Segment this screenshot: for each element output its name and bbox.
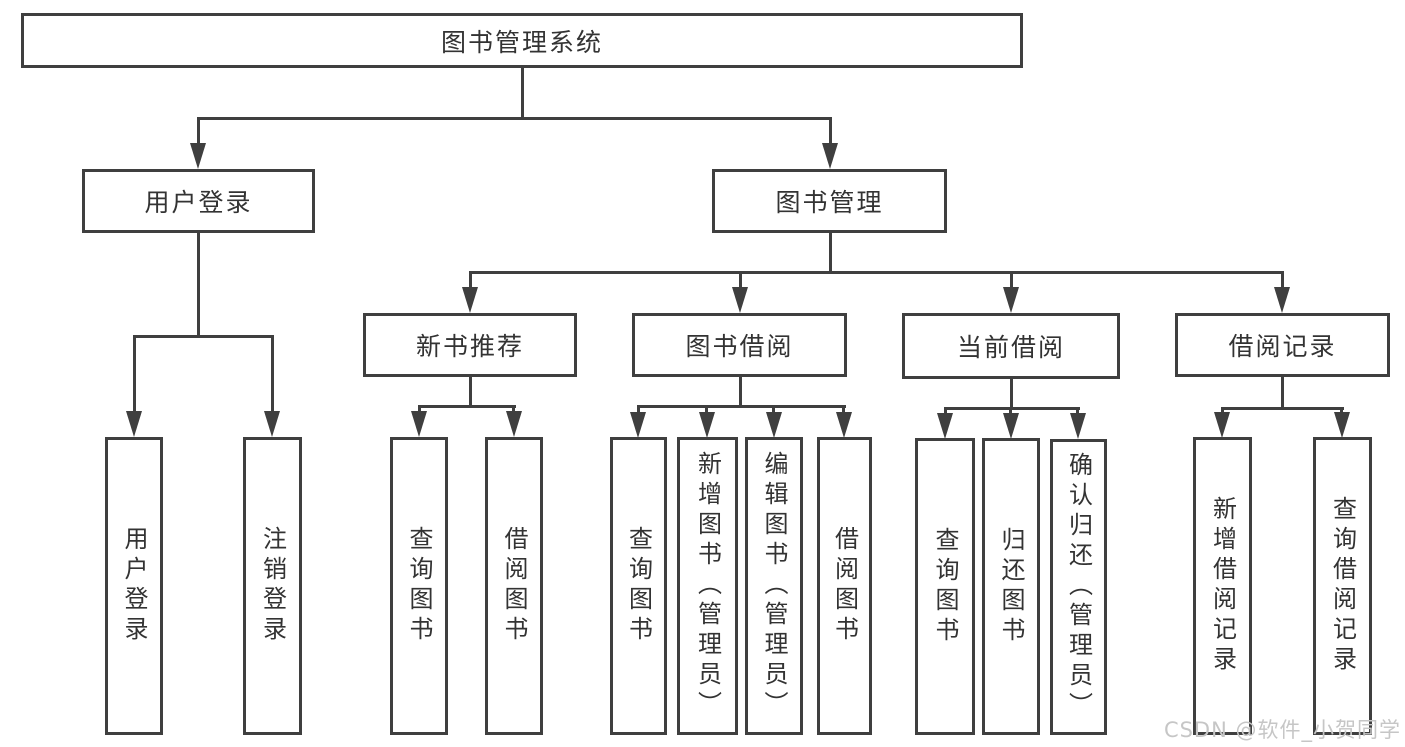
leaf-edit-book-admin-label: 编辑图书（管理员）: [760, 451, 788, 721]
arrowhead-down-icon: [766, 412, 782, 438]
connector-line: [1009, 407, 1012, 416]
csdn-watermark: CSDN @软件_小贺同学: [1163, 718, 1401, 742]
leaf-query-books-recommend: 查询图书: [390, 437, 448, 735]
connector-line: [197, 117, 200, 145]
leaf-add-book-admin-label: 新增图书（管理员）: [693, 451, 722, 721]
leaf-user-login: 用户登录: [105, 437, 163, 735]
connector-line: [1221, 407, 1224, 415]
arrowhead-down-icon: [1274, 287, 1290, 313]
connector-line: [469, 377, 472, 408]
node-borrow-records-label: 借阅记录: [1228, 332, 1337, 361]
node-current-borrowing-label: 当前借阅: [956, 333, 1065, 362]
node-new-book-recommend-label: 新书推荐: [415, 332, 524, 361]
leaf-confirm-return-admin-label: 确认归还（管理员）: [1064, 452, 1093, 722]
leaf-edit-book-admin: 编辑图书（管理员）: [745, 437, 803, 735]
arrowhead-down-icon: [937, 413, 953, 439]
leaf-query-books-current: 查询图书: [915, 438, 975, 735]
connector-line: [829, 117, 832, 145]
connector-line: [418, 405, 421, 414]
leaf-add-borrow-record-label: 新增借阅记录: [1208, 496, 1237, 676]
connector-line: [1340, 407, 1343, 415]
connector-line: [512, 405, 515, 414]
connector-line: [133, 335, 274, 338]
node-book-borrowing-label: 图书借阅: [685, 332, 794, 361]
connector-line: [944, 407, 947, 416]
connector-line: [197, 117, 832, 120]
leaf-confirm-return-admin: 确认归还（管理员）: [1050, 439, 1107, 735]
node-new-book-recommend: 新书推荐: [363, 313, 577, 377]
connector-line: [829, 233, 832, 274]
arrowhead-down-icon: [630, 412, 646, 438]
node-library-system: 图书管理系统: [21, 13, 1023, 68]
connector-line: [1221, 407, 1344, 410]
leaf-return-books: 归还图书: [982, 438, 1040, 735]
arrowhead-down-icon: [1214, 412, 1230, 438]
leaf-query-books-current-label: 查询图书: [931, 526, 959, 647]
connector-line: [772, 405, 775, 415]
connector-line: [521, 68, 524, 118]
arrowhead-down-icon: [462, 287, 478, 313]
arrowhead-down-icon: [411, 411, 427, 437]
connector-line: [1010, 379, 1013, 410]
arrowhead-down-icon: [836, 412, 852, 438]
arrowhead-down-icon: [1003, 287, 1019, 313]
leaf-query-books-borrowing-label: 查询图书: [624, 526, 653, 646]
leaf-return-books-label: 归还图书: [997, 526, 1025, 647]
leaf-user-login-label: 用户登录: [120, 526, 148, 646]
node-book-management: 图书管理: [712, 169, 947, 233]
connector-line: [739, 377, 742, 408]
leaf-add-book-admin: 新增图书（管理员）: [677, 437, 738, 735]
connector-line: [1076, 407, 1079, 416]
connector-line: [1010, 271, 1013, 289]
connector-line: [418, 405, 516, 408]
arrowhead-down-icon: [506, 411, 522, 437]
leaf-borrow-books-recommend-label: 借阅图书: [500, 526, 528, 646]
arrowhead-down-icon: [264, 411, 280, 437]
connector-line: [271, 335, 274, 413]
node-current-borrowing: 当前借阅: [902, 313, 1120, 379]
leaf-query-books-borrowing: 查询图书: [610, 437, 667, 735]
leaf-query-borrow-record-label: 查询借阅记录: [1328, 496, 1357, 676]
connector-line: [944, 407, 1080, 410]
connector-line: [469, 271, 472, 289]
node-user-login-label: 用户登录: [144, 188, 253, 217]
connector-line: [637, 405, 846, 408]
connector-line: [1281, 377, 1284, 410]
node-book-management-label: 图书管理: [775, 188, 884, 217]
node-library-system-label: 图书管理系统: [440, 27, 603, 57]
connector-line: [637, 405, 640, 415]
leaf-borrow-books-recommend: 借阅图书: [485, 437, 543, 735]
leaf-logout-label: 注销登录: [258, 526, 287, 646]
connector-line: [739, 271, 742, 289]
leaf-logout: 注销登录: [243, 437, 302, 735]
connector-line: [133, 335, 136, 413]
connector-line: [705, 405, 708, 415]
arrowhead-down-icon: [732, 287, 748, 313]
node-book-borrowing: 图书借阅: [632, 313, 847, 377]
arrowhead-down-icon: [1003, 413, 1019, 439]
leaf-borrow-books-borrowing-label: 借阅图书: [830, 526, 859, 646]
arrowhead-down-icon: [699, 412, 715, 438]
connector-line: [1281, 271, 1284, 289]
connector-line: [469, 271, 1284, 274]
leaf-add-borrow-record: 新增借阅记录: [1193, 437, 1252, 735]
connector-line: [197, 233, 200, 338]
leaf-query-books-recommend-label: 查询图书: [405, 526, 433, 646]
node-user-login: 用户登录: [82, 169, 315, 233]
connector-line: [842, 405, 845, 415]
arrowhead-down-icon: [822, 143, 838, 169]
leaf-borrow-books-borrowing: 借阅图书: [817, 437, 872, 735]
arrowhead-down-icon: [190, 143, 206, 169]
node-borrow-records: 借阅记录: [1175, 313, 1390, 377]
leaf-query-borrow-record: 查询借阅记录: [1313, 437, 1372, 735]
arrowhead-down-icon: [126, 411, 142, 437]
arrowhead-down-icon: [1070, 413, 1086, 439]
arrowhead-down-icon: [1334, 412, 1350, 438]
